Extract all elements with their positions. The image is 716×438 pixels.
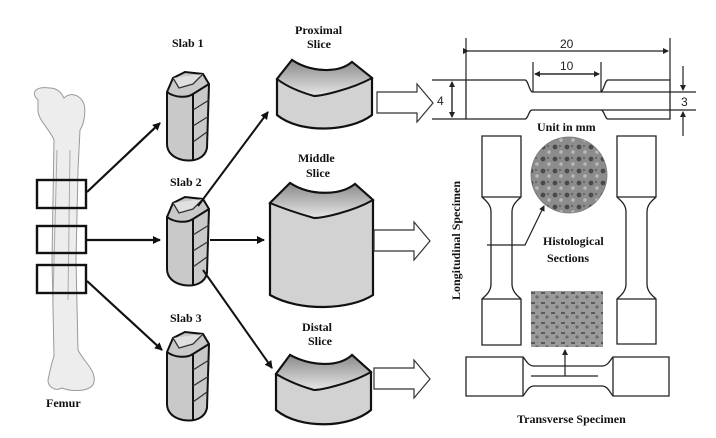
femur-section-box-3 (35, 263, 88, 295)
middle-slice (268, 181, 375, 309)
proximal-slice-label-2: Slice (307, 37, 332, 51)
femur-section-box-1 (35, 178, 88, 210)
dim-gauge-length: 10 (560, 59, 574, 73)
dim-gauge-width: 3 (681, 95, 688, 109)
distal-slice-label-1: Distal (302, 320, 333, 334)
dimension-drawing: 20 10 4 3 Unit in mm (432, 37, 696, 136)
longitudinal-specimen-left (481, 135, 522, 346)
block-arrow-middle (373, 220, 431, 262)
slab-2 (166, 195, 211, 287)
transverse-specimen-label: Transverse Specimen (517, 412, 626, 426)
slab-1-label: Slab 1 (172, 36, 204, 50)
middle-slice-label-2: Slice (306, 166, 331, 180)
arrow-femur-to-slab3 (86, 280, 163, 351)
slab-3 (166, 330, 211, 422)
femur-section-box-2 (35, 224, 88, 255)
slab-3-label: Slab 3 (170, 311, 202, 325)
histology-label-2: Sections (547, 251, 589, 265)
histology-section-circle (531, 137, 607, 213)
proximal-slice-label-1: Proximal (295, 23, 343, 37)
longitudinal-specimen-label: Longitudinal Specimen (449, 181, 463, 300)
arrow-slab2-to-distal (202, 269, 273, 369)
arrow-femur-to-slab1 (86, 122, 161, 193)
distal-slice (274, 353, 373, 426)
longitudinal-specimen-right (616, 135, 657, 345)
transverse-specimen (465, 349, 670, 397)
slab-1 (166, 70, 211, 162)
arrow-slab2-to-proximal (197, 111, 269, 207)
distal-slice-label-2: Slice (308, 334, 333, 348)
femur-label: Femur (46, 396, 81, 410)
histology-label-1: Histological (543, 234, 604, 248)
histology-pointer-longitudinal (487, 205, 545, 246)
histology-section-square (531, 291, 603, 347)
block-arrow-proximal (376, 82, 434, 124)
dim-overall-length: 20 (560, 37, 574, 51)
femur-bone (34, 87, 95, 391)
dim-grip-width: 4 (437, 94, 444, 108)
block-arrow-distal (373, 358, 431, 400)
slab-2-label: Slab 2 (170, 175, 202, 189)
middle-slice-label-1: Middle (298, 151, 335, 165)
unit-label: Unit in mm (537, 120, 596, 134)
proximal-slice (275, 58, 374, 130)
femur: Femur (34, 87, 95, 410)
